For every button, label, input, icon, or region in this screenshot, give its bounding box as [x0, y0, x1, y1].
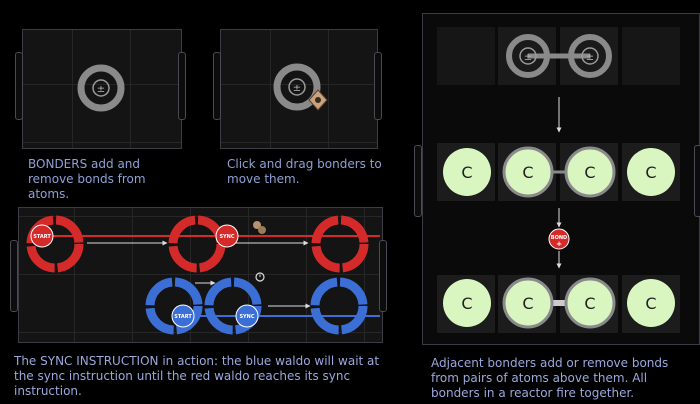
bonder-demo-panel — [22, 29, 182, 149]
bonder-icon: ± — [77, 64, 125, 112]
svg-text:C: C — [645, 163, 656, 182]
panel-edge-tab — [178, 52, 186, 120]
bonders-caption: BONDERS add and remove bonds from atoms. — [28, 157, 146, 201]
bonder-icon: ± — [568, 34, 612, 78]
svg-text:±: ± — [586, 52, 594, 63]
blue-waldo — [204, 277, 262, 335]
svg-text:+: + — [556, 240, 562, 248]
svg-text:C: C — [461, 294, 472, 313]
svg-text:START: START — [33, 234, 51, 240]
atom-carbon: C — [502, 146, 554, 198]
red-waldo — [26, 215, 84, 273]
sync-instruction-blue[interactable]: SYNC — [235, 304, 259, 328]
drag-caption: Click and drag bonders to move them. — [227, 157, 382, 186]
panel-edge-tab — [374, 52, 382, 120]
svg-text:±: ± — [293, 83, 301, 94]
svg-text:SYNC: SYNC — [219, 234, 234, 240]
drag-demo-panel — [220, 29, 378, 149]
svg-text:SYNC: SYNC — [239, 314, 254, 320]
red-waldo — [168, 215, 226, 273]
svg-text:C: C — [461, 163, 472, 182]
atom-carbon: C — [564, 146, 616, 198]
svg-text:±: ± — [97, 84, 105, 95]
panel-edge-tab — [213, 52, 221, 120]
adjacent-caption: Adjacent bonders add or remove bonds fro… — [431, 356, 669, 400]
panel-edge-tab — [414, 145, 422, 217]
sync-caption: The SYNC INSTRUCTION in action: the blue… — [14, 354, 380, 398]
atom-carbon: C — [627, 148, 675, 196]
bond-instruction[interactable]: BOND + — [548, 228, 570, 250]
sync-instruction-red[interactable]: SYNC — [215, 224, 239, 248]
atom-carbon: C — [502, 277, 554, 329]
bonder-icon[interactable]: ± — [273, 63, 321, 111]
svg-text:C: C — [522, 163, 533, 182]
svg-text:START: START — [174, 314, 192, 320]
panel-edge-tab — [379, 240, 387, 312]
svg-text:±: ± — [524, 52, 532, 63]
svg-text:C: C — [522, 294, 533, 313]
atom-carbon: C — [564, 277, 616, 329]
panel-edge-tab — [10, 240, 18, 312]
blue-waldo — [310, 277, 368, 335]
svg-text:C: C — [584, 163, 595, 182]
atom-carbon: C — [627, 279, 675, 327]
timer-icon — [255, 272, 265, 282]
svg-text:BOND: BOND — [551, 235, 567, 241]
svg-text:C: C — [584, 294, 595, 313]
grab-hand-icon — [253, 221, 266, 234]
red-waldo — [311, 215, 369, 273]
panel-edge-tab — [694, 145, 700, 217]
start-instruction-red[interactable]: START — [30, 224, 54, 248]
blue-waldo — [145, 277, 203, 335]
panel-edge-tab — [15, 52, 23, 120]
atom-carbon: C — [443, 279, 491, 327]
atom-carbon: C — [443, 148, 491, 196]
move-cursor-icon — [308, 89, 328, 111]
svg-text:C: C — [645, 294, 656, 313]
start-instruction-blue[interactable]: START — [171, 304, 195, 328]
bonder-icon: ± — [506, 34, 550, 78]
